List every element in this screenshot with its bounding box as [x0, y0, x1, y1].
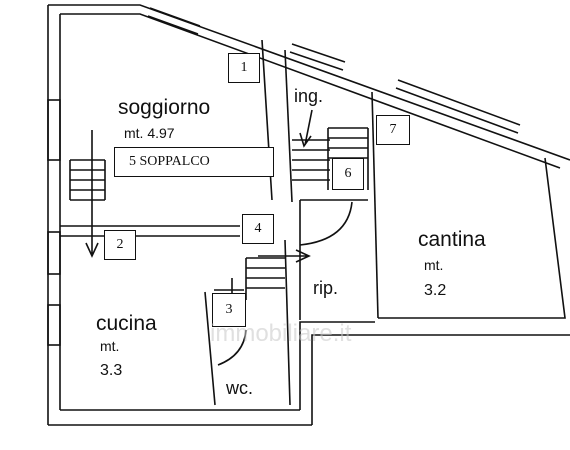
room-label-ingresso: ing. [294, 86, 324, 106]
window-top-3 [395, 79, 521, 134]
room-label-cantina: cantina [418, 228, 486, 251]
outer-wall-right-bottom-inner [299, 321, 375, 410]
room-label-soggiorno: soggiorno [118, 96, 211, 119]
arrow-left-stairs [85, 130, 99, 258]
window-left-bottom [47, 231, 61, 275]
measure-soggiorno: mt. 4.97 [124, 125, 175, 141]
outer-wall-top [48, 4, 570, 161]
measure-value-cantina: 3.2 [424, 282, 447, 299]
measure-prefix-cantina: mt. [424, 257, 444, 273]
cantina-wall-left [371, 91, 379, 319]
room-label-ripostiglio: rip. [313, 278, 339, 298]
wall-wc-right [284, 239, 291, 406]
wall-rip [299, 199, 368, 320]
cantina-wall-right [378, 157, 566, 319]
marker-7: 7 [376, 115, 410, 145]
watermark: immobiliare.it [210, 320, 352, 347]
arrow-ingresso [299, 109, 313, 148]
room-label-wc: wc. [226, 378, 253, 398]
window-left-lower [47, 304, 61, 346]
measure-prefix-cucina: mt. [100, 338, 120, 354]
marker-4: 4 [242, 214, 274, 244]
stairs-central [245, 257, 285, 300]
outer-wall-right-bottom [311, 334, 570, 425]
window-top-1 [147, 7, 201, 35]
stairs-ingresso [292, 139, 330, 181]
window-top-2 [289, 43, 346, 71]
arrow-central [258, 249, 311, 263]
marker-1: 1 [228, 53, 260, 83]
window-left-top [47, 99, 61, 161]
wall-divider [60, 225, 240, 237]
wall-wc-left [204, 291, 216, 406]
outer-wall-top-inner [60, 13, 561, 169]
measure-value-cucina: 3.3 [100, 362, 123, 379]
soppalco-label: 5 SOPPALCO [114, 147, 274, 177]
stairs-left [69, 159, 106, 201]
marker-6: 6 [332, 158, 364, 190]
marker-3: 3 [212, 293, 246, 327]
door-arc-rip [299, 201, 353, 246]
marker-2: 2 [104, 230, 136, 260]
room-label-cucina: cucina [96, 312, 157, 335]
door-arc-wc [217, 329, 247, 366]
wall-ingresso-left [284, 49, 293, 203]
